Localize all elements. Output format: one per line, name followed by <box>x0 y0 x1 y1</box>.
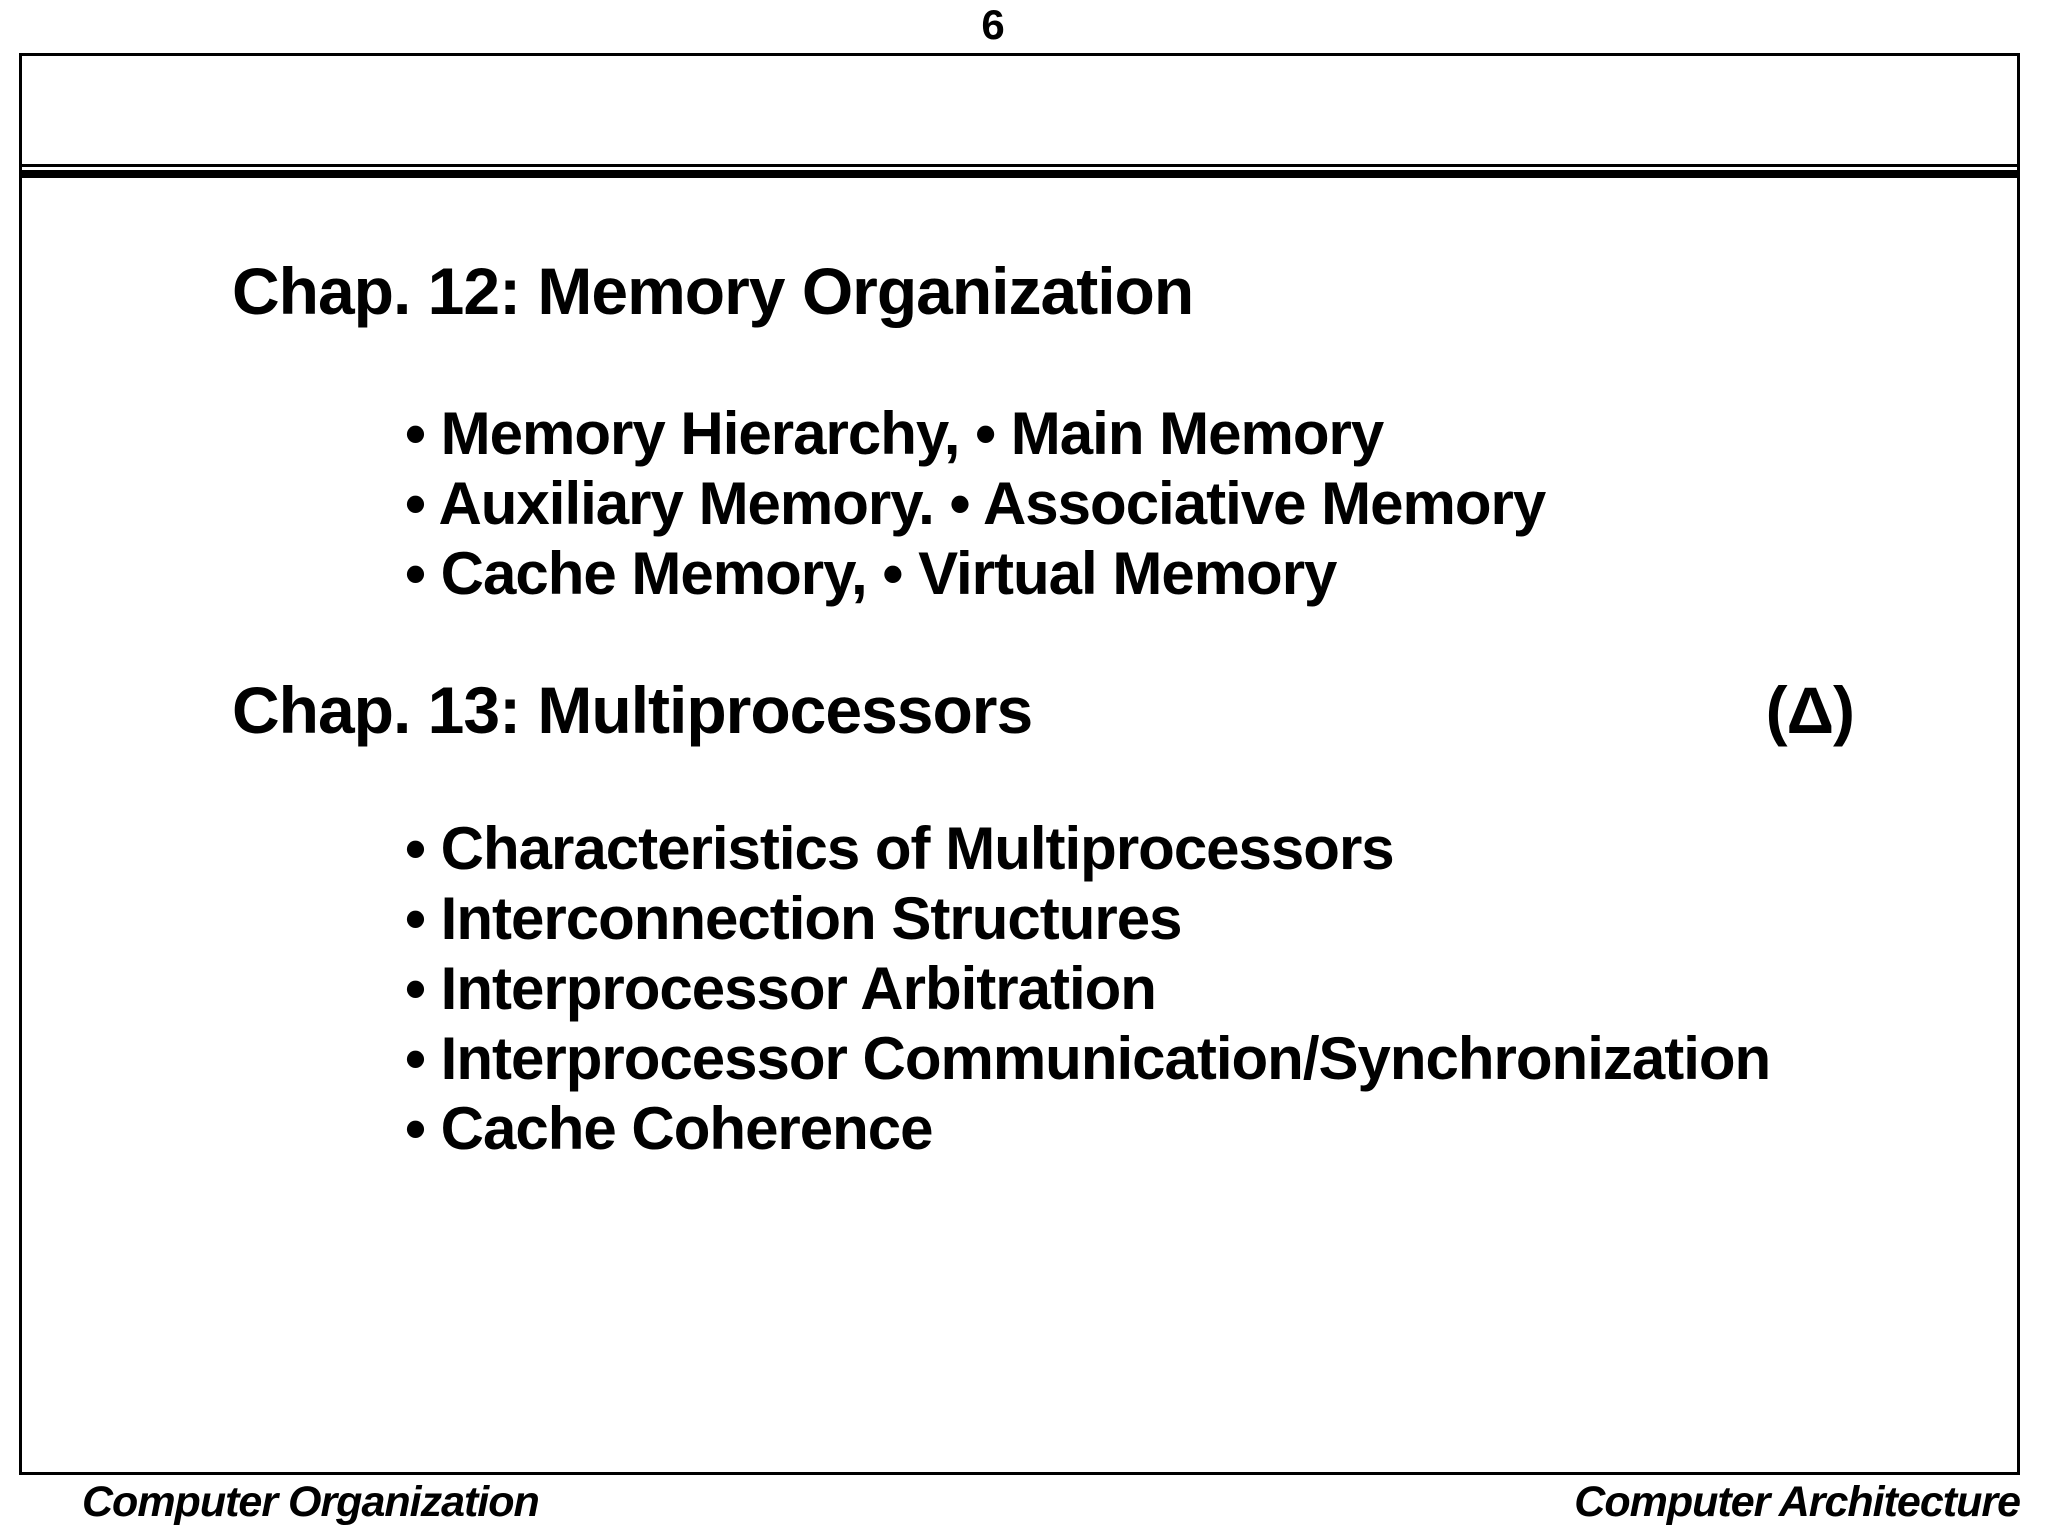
bullet-line: • Interprocessor Communication/Synchroni… <box>405 1025 1771 1092</box>
bullet-line: • Memory Hierarchy, • Main Memory <box>405 400 1384 467</box>
page-number: 6 <box>981 1 1005 48</box>
section-heading-row-chap13: Chap. 13: Multiprocessors (Δ) <box>232 673 1855 747</box>
bullet-line: • Cache Memory, • Virtual Memory <box>405 540 1337 607</box>
bullet-line: • Interconnection Structures <box>405 885 1182 952</box>
bullet-line: • Characteristics of Multiprocessors <box>405 815 1395 882</box>
bullet-line: • Cache Coherence <box>405 1095 934 1162</box>
section-heading-chap12: Chap. 12: Memory Organization <box>232 254 1194 328</box>
bullet-line: • Auxiliary Memory. • Associative Memory <box>405 470 1546 537</box>
delta-marker: (Δ) <box>1765 673 1855 747</box>
section-heading-chap13: Chap. 13: Multiprocessors <box>232 673 1033 747</box>
footer-course-title-right: Computer Architecture <box>1574 1478 2021 1526</box>
footer-course-title-left: Computer Organization <box>82 1478 540 1526</box>
slide-frame: Chap. 12: Memory Organization • Memory H… <box>19 53 2020 1475</box>
bullet-line: • Interprocessor Arbitration <box>405 955 1157 1022</box>
slide-title-area <box>22 56 2017 167</box>
header-divider-thick-rule <box>22 170 2017 178</box>
